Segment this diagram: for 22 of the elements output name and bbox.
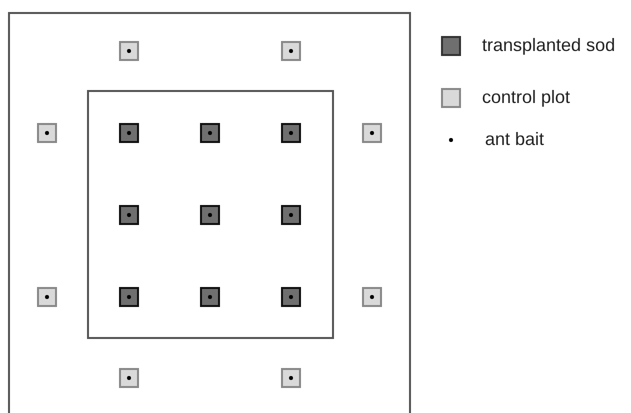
sod-plot [119,205,139,225]
sod-plot [200,287,220,307]
sod-plot [281,205,301,225]
control-plot [281,368,301,388]
legend-label: control plot [482,87,570,108]
transplant-area [87,90,334,339]
control-plot [281,41,301,61]
control-plot [119,41,139,61]
sod-plot [200,205,220,225]
control-plot [119,368,139,388]
field-boundary [8,12,411,413]
legend-label: transplanted sod [482,35,616,56]
control-plot [37,287,57,307]
control-plot [362,123,382,143]
sod-plot [281,287,301,307]
control-plot [37,123,57,143]
sod-plot [200,123,220,143]
sod-plot [119,287,139,307]
sod-plot [281,123,301,143]
sod-plot [119,123,139,143]
legend-label: ant bait [485,129,544,150]
control-plot [362,287,382,307]
